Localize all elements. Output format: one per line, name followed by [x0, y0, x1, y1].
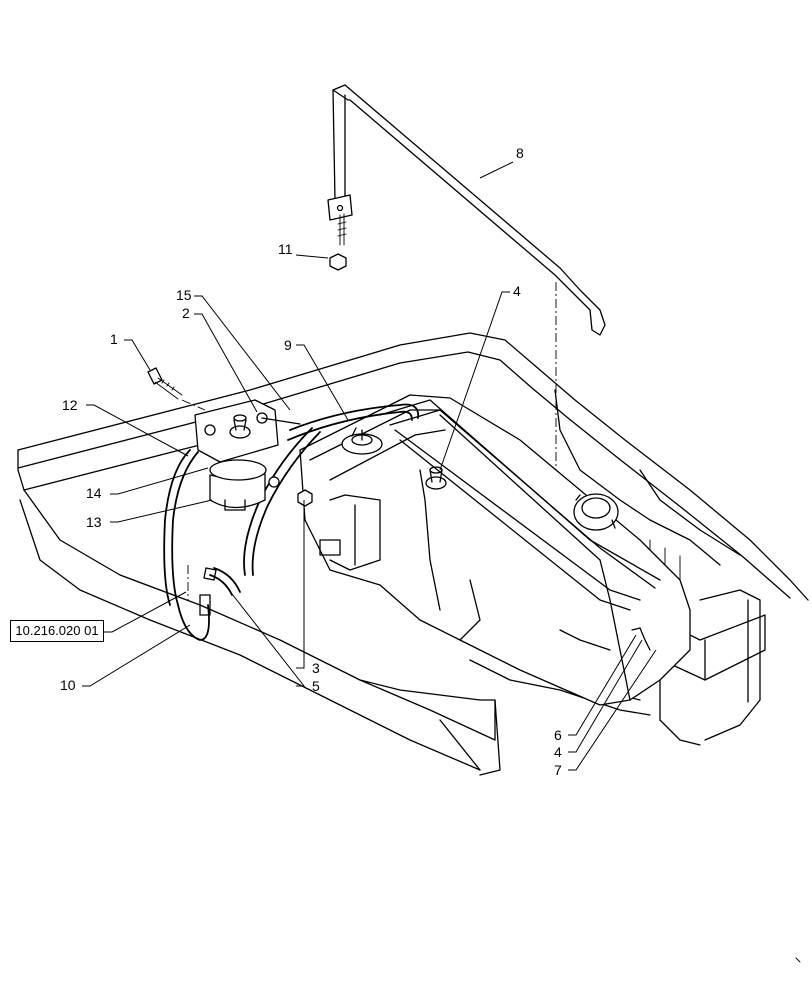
- callout-9: 9: [284, 337, 292, 353]
- callout-4-bottom: 4: [554, 744, 562, 760]
- fuel-filter-assembly: [194, 399, 313, 511]
- fuel-lines: [163, 403, 420, 641]
- tank-strap: [327, 84, 606, 336]
- callout-2: 2: [182, 305, 190, 321]
- bolt: [147, 367, 183, 400]
- center-lines: [181, 282, 557, 600]
- callout-labels: 8 11 4 15 2 9 1 12 14 13 10 3 5 6 4 7: [60, 145, 562, 778]
- callout-10: 10: [60, 677, 76, 693]
- washer: [268, 476, 280, 488]
- breather-fitting: [425, 476, 447, 490]
- filler-cap: [573, 493, 619, 531]
- callout-7: 7: [554, 762, 562, 778]
- strap-nut: [329, 253, 347, 271]
- callout-13: 13: [86, 514, 102, 530]
- callout-12: 12: [62, 397, 78, 413]
- callout-8: 8: [516, 145, 524, 161]
- callout-5: 5: [312, 678, 320, 694]
- fuel-tank: [299, 394, 691, 706]
- callout-11: 11: [278, 241, 293, 257]
- nut: [297, 489, 313, 507]
- callout-6: 6: [554, 727, 562, 743]
- callout-1: 1: [110, 331, 118, 347]
- reference-link-button[interactable]: 10.216.020 01: [10, 620, 104, 642]
- corner-mark: [795, 957, 801, 963]
- callout-4-top: 4: [513, 283, 521, 299]
- leader-lines: [82, 161, 657, 771]
- callout-15: 15: [176, 287, 192, 303]
- callout-3: 3: [312, 660, 320, 676]
- callout-14: 14: [86, 485, 102, 501]
